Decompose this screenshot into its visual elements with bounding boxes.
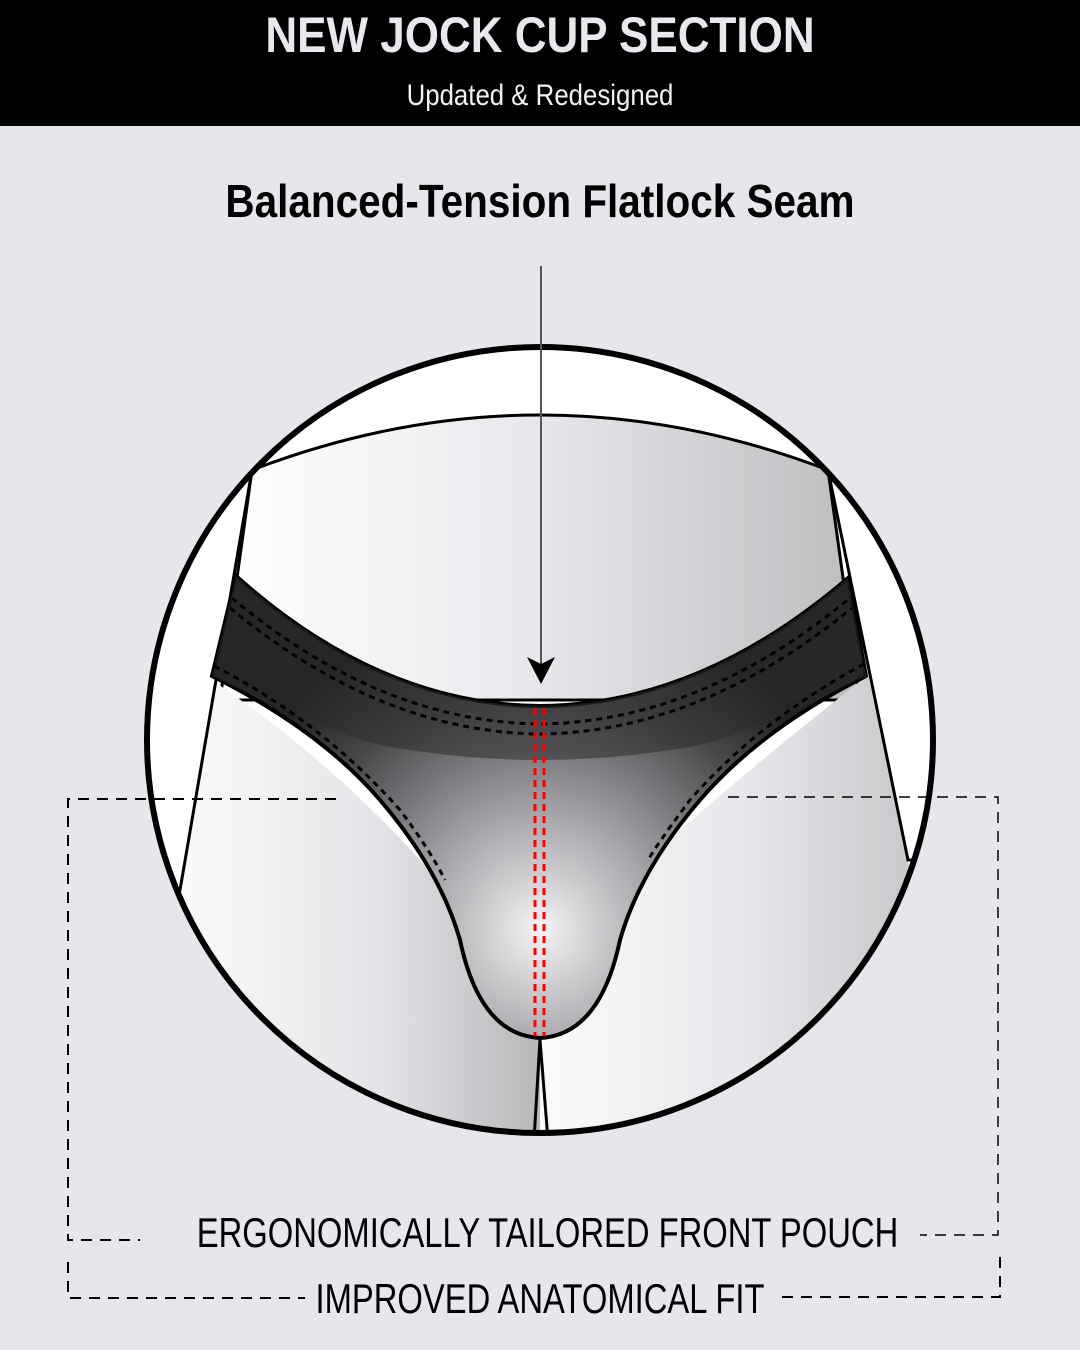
callout-front-pouch: ERGONOMICALLY TAILORED FRONT POUCH (196, 1208, 899, 1258)
feature-title: Balanced-Tension Flatlock Seam (225, 175, 855, 227)
header-title: NEW JOCK CUP SECTION (265, 7, 815, 63)
pouch-bracket-right (728, 796, 999, 1236)
fit-bracket-left (67, 1262, 305, 1299)
fit-bracket-right (780, 1257, 1001, 1298)
arrow-head-icon (527, 657, 555, 684)
header-subtitle: Updated & Redesigned (406, 79, 674, 112)
header-banner: NEW JOCK CUP SECTION Updated & Redesigne… (0, 0, 1080, 126)
callout-anatomical-fit: IMPROVED ANATOMICAL FIT (306, 1274, 774, 1324)
pouch-bracket-left (67, 798, 336, 1241)
